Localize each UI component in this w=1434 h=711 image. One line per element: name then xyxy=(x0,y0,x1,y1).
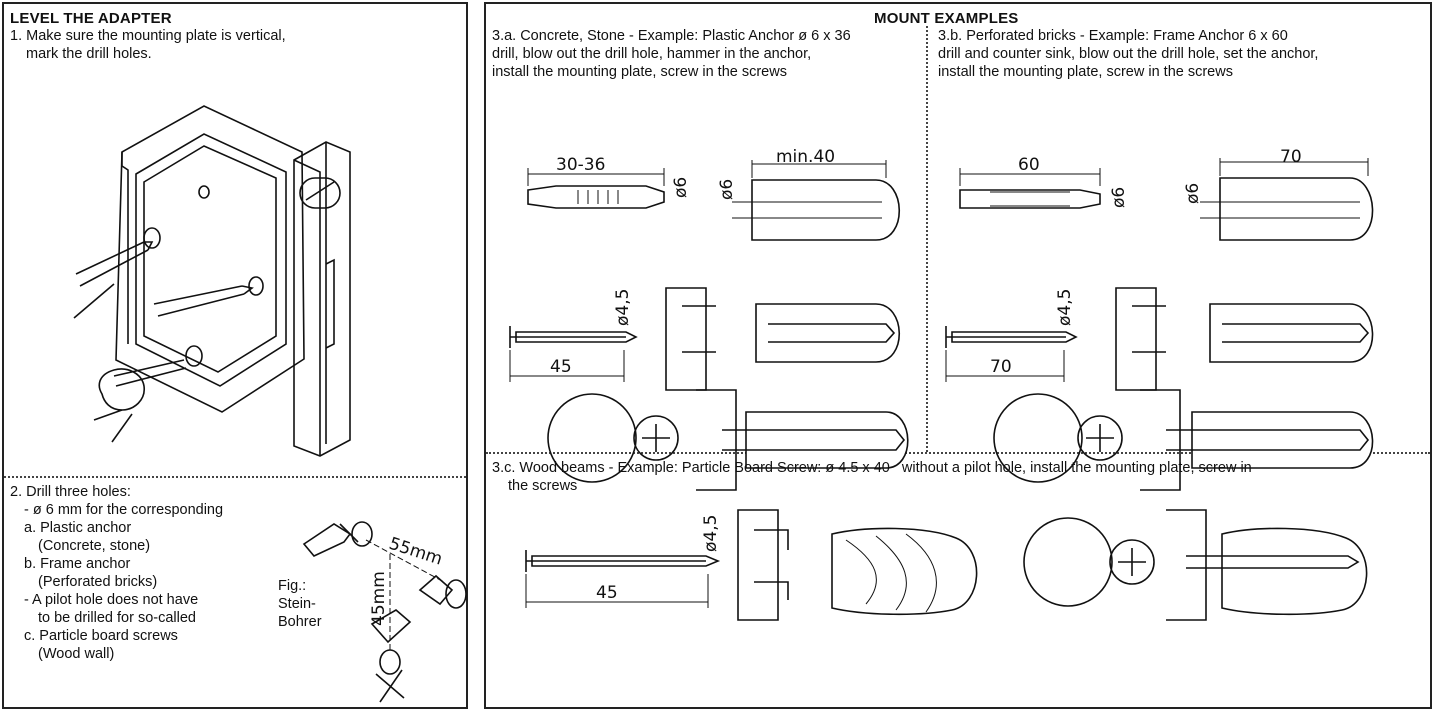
adapter-marking-illustration xyxy=(73,105,351,457)
left-title: LEVEL THE ADAPTER xyxy=(10,10,172,27)
step2-line6: - A pilot hole does not have xyxy=(24,592,199,608)
col-b-line1: 3.b. Perforated bricks - Example: Frame … xyxy=(938,28,1288,44)
dim-b-hole-len: 70 xyxy=(1280,147,1302,167)
dim-c-screw-len: 45 xyxy=(596,583,618,603)
step2-line8: c. Particle board screws xyxy=(24,628,178,644)
step2-line7: to be drilled for so-called xyxy=(38,610,196,626)
concrete-anchor-diagrams: 30-36 ø6 ø6 min.40 45 ø4,5 xyxy=(509,147,909,491)
col-c-line2: the screws xyxy=(508,478,578,494)
step1-line2: mark the drill holes. xyxy=(26,46,152,62)
step2-line2: a. Plastic anchor xyxy=(24,520,132,536)
dim-c-screw-dia: ø4,5 xyxy=(701,515,721,552)
col-a-line3: install the mounting plate, screw in the… xyxy=(492,64,787,80)
column-divider xyxy=(926,26,928,452)
left-divider xyxy=(4,476,466,478)
dim-b-anchor-dia: ø6 xyxy=(1109,187,1129,208)
col-c-line1: 3.c. Wood beams - Example: Particle Boar… xyxy=(492,460,1252,476)
step2-line4: b. Frame anchor xyxy=(24,556,131,572)
fig-caption-2: Stein- xyxy=(278,596,316,612)
step2-line0: 2. Drill three holes: xyxy=(10,484,131,500)
step2-line9: (Wood wall) xyxy=(38,646,115,662)
dim-a-anchor-len: 30-36 xyxy=(556,155,605,175)
dim-b-screw-dia: ø4,5 xyxy=(1055,289,1075,326)
dim-45mm: 45mm xyxy=(369,571,389,626)
fig-caption-1: Fig.: xyxy=(278,578,307,594)
right-panel: MOUNT EXAMPLES 3.a. Concrete, Stone - Ex… xyxy=(484,2,1432,709)
dim-b-hole-dia: ø6 xyxy=(1183,183,1203,204)
dim-a-hole-dia: ø6 xyxy=(717,179,737,200)
dim-b-screw-len: 70 xyxy=(990,357,1012,377)
col-b-line3: install the mounting plate, screw in the… xyxy=(938,64,1233,80)
col-a-line2: drill, blow out the drill hole, hammer i… xyxy=(492,46,812,62)
fig-caption-3: Bohrer xyxy=(278,614,322,630)
step2-line1: - ø 6 mm for the corresponding xyxy=(24,502,224,518)
left-panel: LEVEL THE ADAPTER 1. Make sure the mount… xyxy=(2,2,468,709)
right-divider xyxy=(486,452,1430,454)
dim-55mm: 55mm xyxy=(386,534,444,570)
dim-b-anchor-len: 60 xyxy=(1018,155,1040,175)
dim-a-hole-min: min.40 xyxy=(776,147,835,167)
dim-a-screw-dia: ø4,5 xyxy=(613,289,633,326)
dim-a-screw-len: 45 xyxy=(550,357,572,377)
step2-line3: (Concrete, stone) xyxy=(38,538,151,554)
step1-line1: 1. Make sure the mounting plate is verti… xyxy=(10,28,286,44)
drill-bit-illustration: 55mm 45mm xyxy=(302,521,467,703)
col-b-line2: drill and counter sink, blow out the dri… xyxy=(938,46,1319,62)
col-a-line1: 3.a. Concrete, Stone - Example: Plastic … xyxy=(492,28,851,44)
step2-line5: (Perforated bricks) xyxy=(38,574,158,590)
brick-anchor-diagrams: 60 ø6 ø6 70 70 ø4,5 xyxy=(945,147,1374,491)
wood-screw-diagrams: 45 ø4,5 xyxy=(525,509,1368,621)
right-title: MOUNT EXAMPLES xyxy=(874,10,1019,27)
dim-a-anchor-dia: ø6 xyxy=(671,177,691,198)
